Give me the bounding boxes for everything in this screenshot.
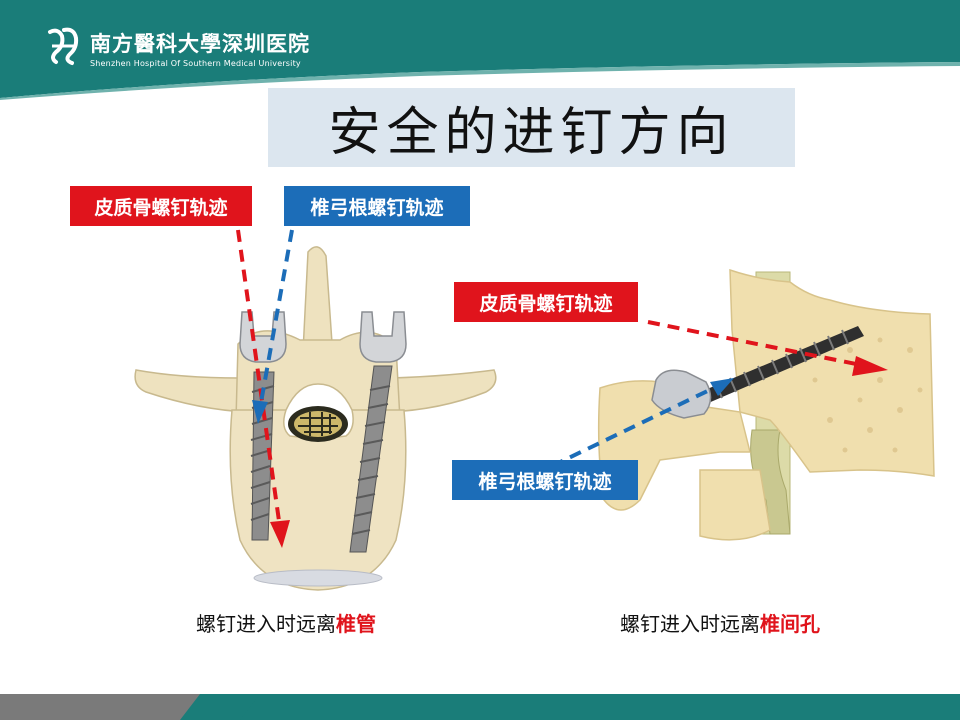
hospital-name-en: Shenzhen Hospital Of Southern Medical Un… bbox=[90, 59, 301, 68]
lateral-screw bbox=[651, 326, 864, 419]
right-caption-highlight: 椎间孔 bbox=[760, 612, 820, 636]
left-pedicle-label: 椎弓根螺钉轨迹 bbox=[284, 186, 470, 226]
right-pedicle-label: 椎弓根螺钉轨迹 bbox=[452, 460, 638, 500]
left-cortical-label: 皮质骨螺钉轨迹 bbox=[70, 186, 252, 226]
right-caption: 螺钉进入时远离椎间孔 bbox=[620, 608, 820, 637]
footer-band bbox=[0, 694, 960, 720]
hospital-name: 南方醫科大學深圳医院 Shenzhen Hospital Of Southern… bbox=[90, 28, 310, 68]
left-pedicle-trajectory bbox=[258, 229, 294, 409]
hospital-logo-icon bbox=[48, 27, 79, 65]
right-pedicle-screw bbox=[349, 311, 407, 553]
hospital-name-cn: 南方醫科大學深圳医院 bbox=[90, 32, 310, 56]
right-cortical-arrowhead bbox=[852, 356, 888, 376]
left-cortical-trajectory bbox=[236, 229, 282, 529]
lateral-spine-illustration bbox=[551, 268, 935, 541]
title-box: 安全的进钉方向 bbox=[268, 88, 795, 167]
right-pedicle-arrowhead bbox=[710, 378, 734, 396]
left-caption: 螺钉进入时远离椎管 bbox=[196, 608, 376, 637]
right-cortical-trajectory bbox=[647, 320, 867, 368]
left-cortical-arrowhead bbox=[270, 520, 290, 548]
footer-background bbox=[0, 694, 960, 720]
right-cortical-label: 皮质骨螺钉轨迹 bbox=[454, 282, 638, 322]
header-background bbox=[0, 0, 960, 100]
left-caption-highlight: 椎管 bbox=[336, 612, 376, 636]
slide-title: 安全的进钉方向 bbox=[328, 103, 735, 163]
axial-vertebra-illustration bbox=[134, 229, 497, 591]
left-caption-text: 螺钉进入时远离 bbox=[196, 612, 336, 636]
left-pedicle-arrowhead bbox=[252, 400, 268, 424]
right-pedicle-trajectory bbox=[551, 382, 723, 468]
right-caption-text: 螺钉进入时远离 bbox=[620, 612, 760, 636]
header-band: 南方醫科大學深圳医院 Shenzhen Hospital Of Southern… bbox=[0, 0, 960, 100]
